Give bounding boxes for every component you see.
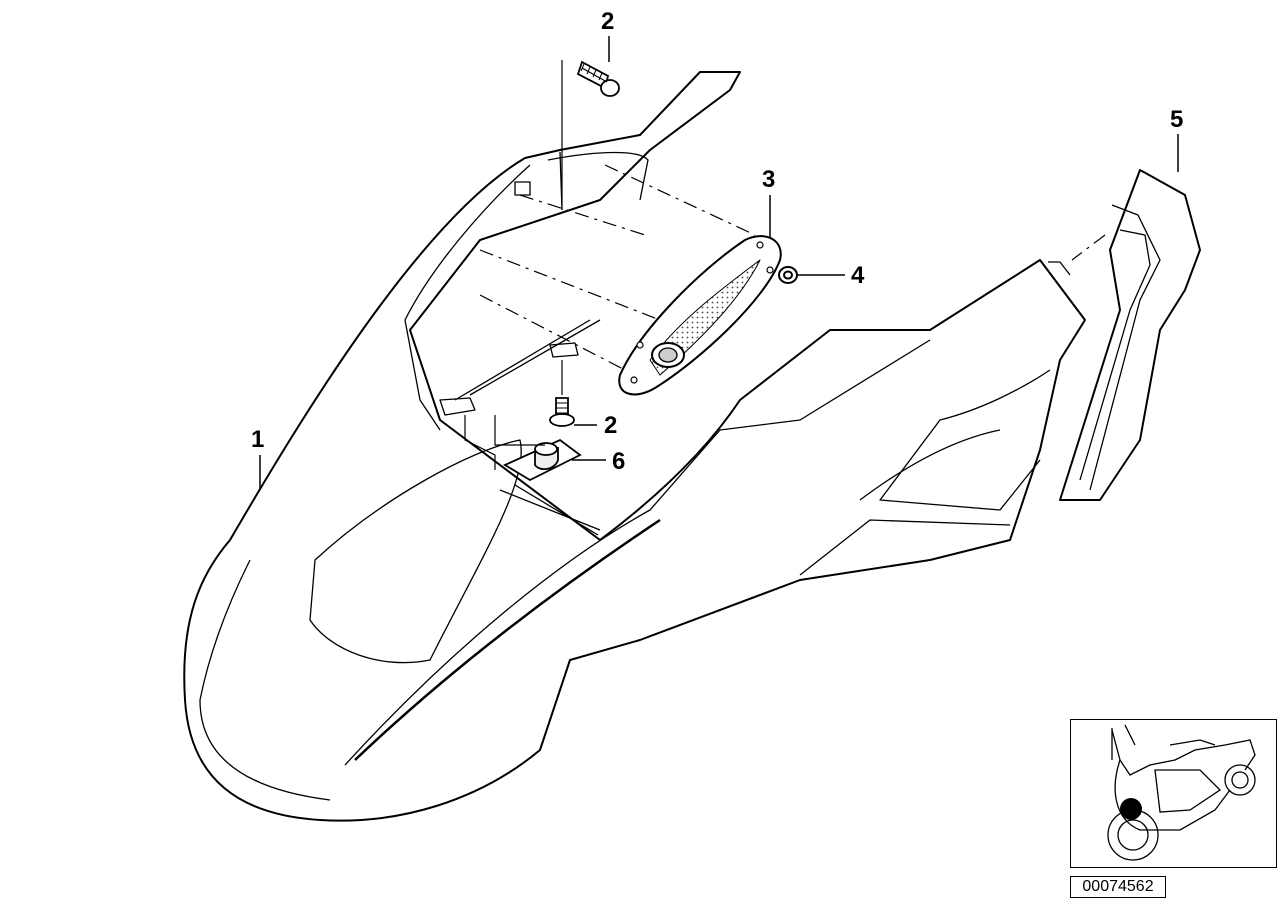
inset-frame: [1070, 719, 1277, 868]
screw-part-2-top: [576, 60, 620, 97]
callout-2-top: 2: [601, 8, 615, 35]
callout-4: 4: [851, 262, 865, 289]
location-marker-dot: [1120, 798, 1142, 820]
washer-part-4: [778, 266, 798, 284]
callout-6: 6: [612, 448, 626, 475]
screw-part-2-mid: [549, 397, 575, 427]
callout-2-mid: 2: [604, 412, 618, 439]
assembly-dashed-lines: [479, 164, 1106, 371]
diagram-part-number: 00074562: [1070, 876, 1166, 898]
callout-5: 5: [1170, 106, 1184, 133]
rear-fender-part-1: [183, 71, 1086, 822]
callout-3: 3: [762, 166, 776, 193]
callout-leaders: [259, 36, 1179, 490]
mesh-plate-part-3: [618, 235, 782, 396]
side-cover-part-5: [1059, 169, 1201, 501]
callout-1: 1: [251, 426, 265, 453]
clip-nut-part-6: [503, 438, 582, 482]
assembly-solid-lines: [464, 60, 608, 470]
